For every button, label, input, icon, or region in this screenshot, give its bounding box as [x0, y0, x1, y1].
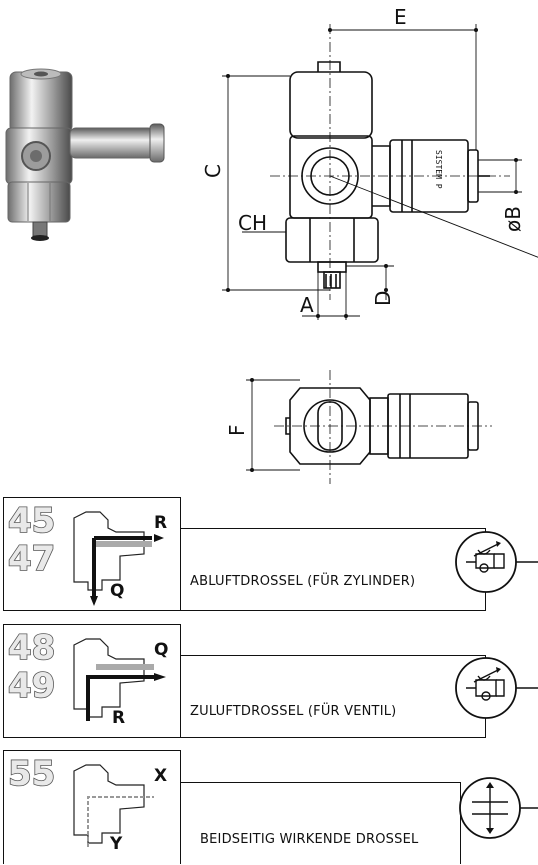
variant-panel-2: [181, 655, 486, 738]
port-label-out: Q: [154, 640, 168, 660]
dim-e-label: E: [394, 5, 407, 29]
dim-b-label: øB: [501, 206, 525, 232]
variant-caption-1: ABLUFTDROSSEL (FÜR ZYLINDER): [190, 574, 416, 589]
symbol-bidirectional-throttle: [459, 777, 538, 839]
variant-code: 48: [8, 628, 55, 668]
technical-drawing: E C CH A D øB SISTEM P F: [201, 5, 538, 484]
variant-box-3: 55 X Y: [3, 750, 181, 864]
variant-code: 55: [8, 754, 55, 794]
product-photo: [5, 68, 165, 241]
variant-box-2: 48 49 Q R: [3, 624, 181, 738]
dim-ch-label: CH: [238, 211, 267, 235]
variant-code: 49: [8, 666, 55, 706]
port-label-in: Q: [110, 581, 124, 601]
variant-code: 45: [8, 501, 55, 541]
variant-caption-2: ZULUFTDROSSEL (FÜR VENTIL): [190, 704, 397, 719]
variant-code: 47: [8, 539, 55, 579]
variant-panel-1: [181, 528, 486, 611]
port-label-out: X: [154, 766, 167, 786]
dim-f-label: F: [225, 424, 249, 436]
port-label-in: Y: [109, 834, 123, 854]
port-label-in: R: [112, 708, 125, 728]
body-marking: SISTEM P: [434, 150, 443, 189]
dim-d-label: D: [371, 291, 395, 306]
variant-caption-3: BEIDSEITIG WIRKENDE DROSSEL: [200, 832, 419, 847]
cap-outline: [289, 71, 373, 139]
variant-panel-3: [181, 782, 461, 864]
dim-c-label: C: [201, 164, 225, 178]
symbol-exhaust-throttle: [455, 531, 538, 593]
symbol-supply-throttle: [455, 657, 538, 719]
variant-box-1: 45 47 R Q: [3, 497, 181, 611]
dim-a-label: A: [300, 293, 314, 317]
port-label-out: R: [154, 513, 167, 533]
